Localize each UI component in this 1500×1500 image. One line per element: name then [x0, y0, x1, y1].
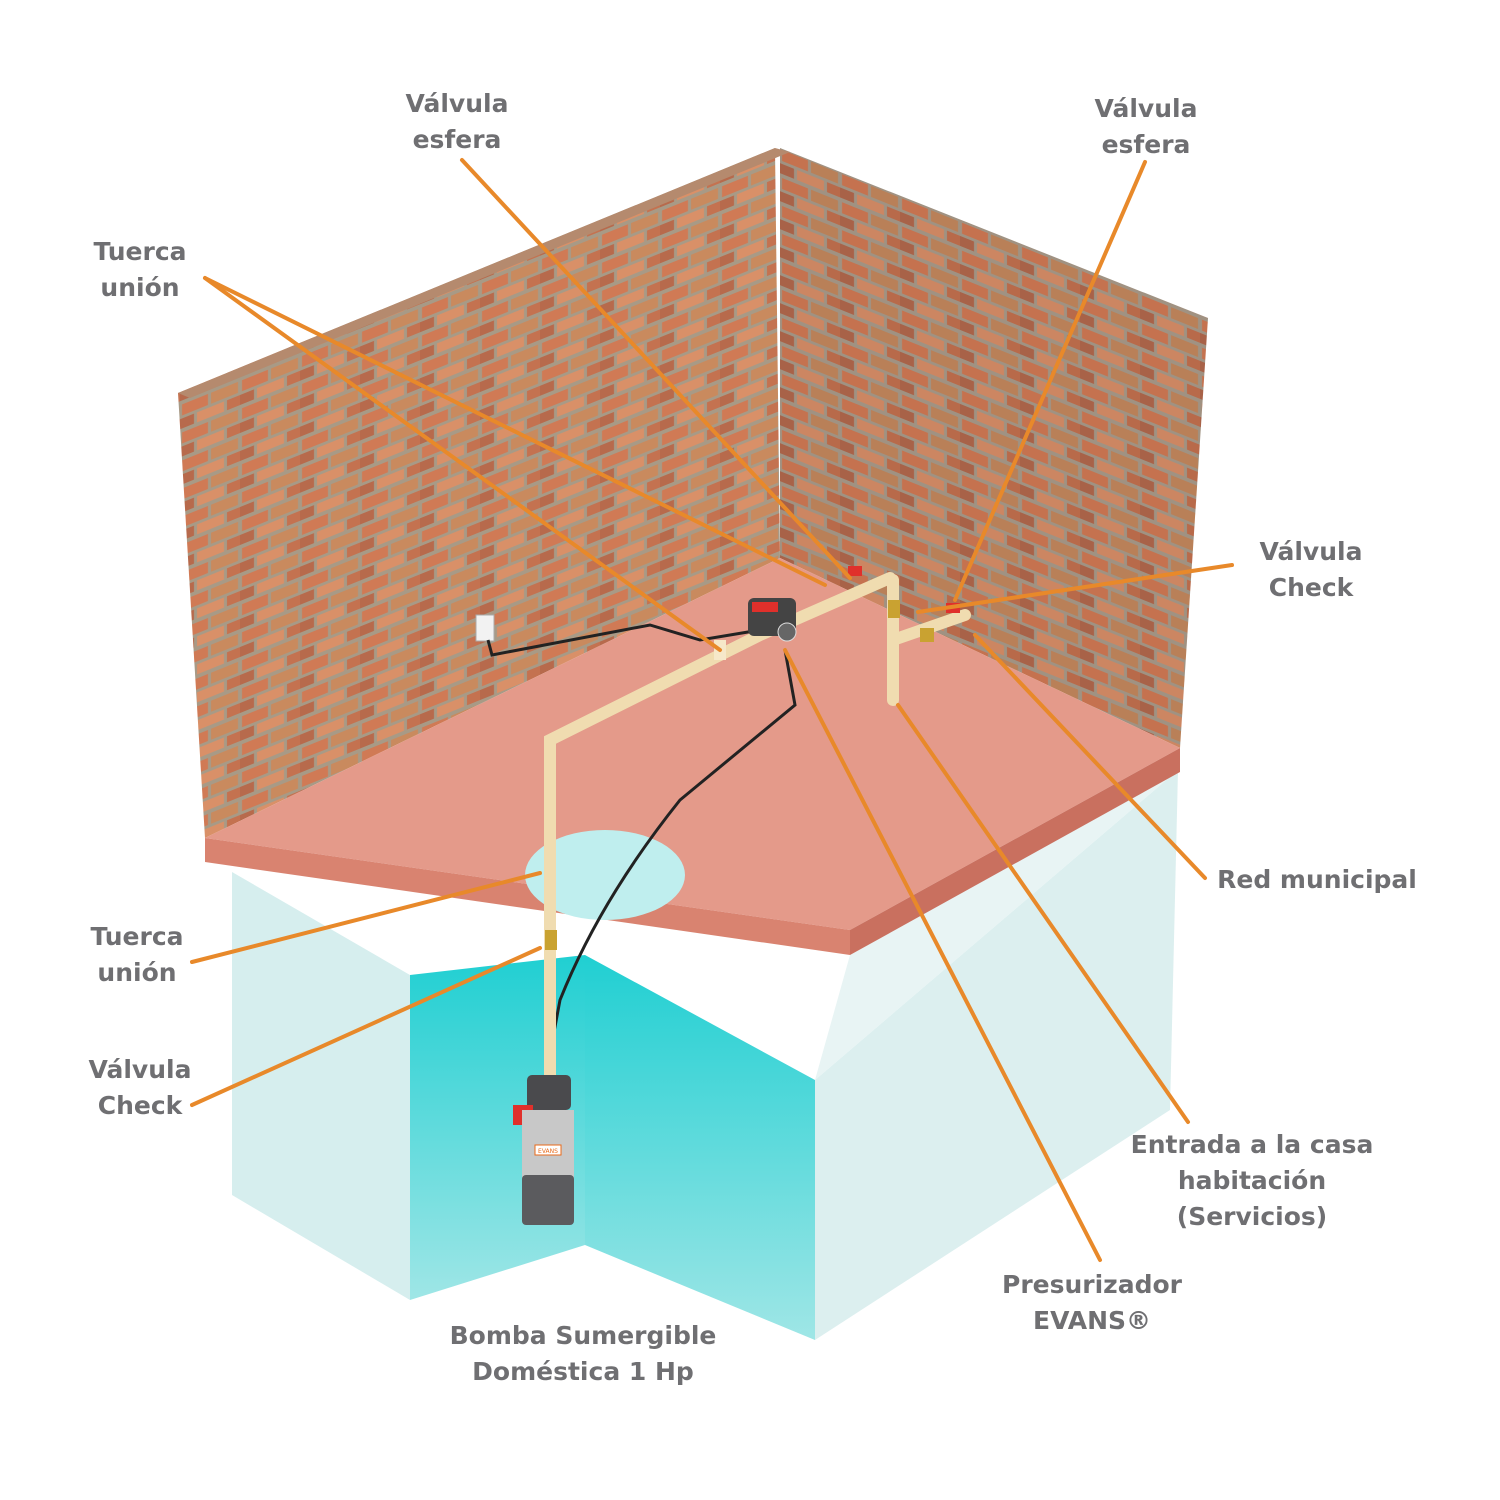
label-line: Red municipal [1217, 865, 1417, 894]
submersible-pump: EVANS [513, 1075, 574, 1225]
label-valvula-esfera-2: Válvula esfera [1095, 91, 1198, 163]
label-entrada-casa: Entrada a la casa habitación (Servicios) [1131, 1127, 1374, 1235]
pump-logo: EVANS [538, 1148, 558, 1155]
callout-valvula-esfera-2 [953, 160, 1147, 602]
pressurizer [748, 598, 797, 642]
label-line: Presurizador [1001, 1270, 1183, 1299]
water-right-face [585, 955, 815, 1340]
callout-valvula-check-left [190, 946, 542, 1107]
callout-tuerca-union-top-b [203, 276, 722, 652]
callout-lines [190, 158, 1234, 1262]
left-brick-wall [178, 148, 780, 838]
check-valve-right [888, 600, 900, 618]
label-line: Válvula [1094, 94, 1198, 123]
label-line: Tuerca [93, 237, 187, 266]
callout-entrada-casa [896, 703, 1190, 1124]
label-line: Check [1268, 573, 1354, 602]
label-line: unión [97, 958, 177, 987]
label-line: Válvula [405, 89, 509, 118]
label-line: Tuerca [90, 922, 184, 951]
callout-red-municipal [973, 633, 1207, 880]
label-line: Válvula [88, 1055, 192, 1084]
label-line: (Servicios) [1176, 1202, 1328, 1231]
water-tank [232, 770, 1178, 1340]
callout-tuerca-union-top-a [203, 276, 827, 587]
label-tuerca-union-top: Tuerca unión [93, 234, 186, 306]
pump-cable [543, 649, 797, 1081]
label-line: EVANS® [1032, 1306, 1152, 1335]
callout-valvula-esfera-1 [460, 158, 852, 580]
wall-outlet [475, 614, 495, 642]
label-valvula-esfera-1: Válvula esfera [406, 86, 509, 158]
ball-valve-1 [848, 566, 862, 576]
callout-valvula-check-right [916, 563, 1234, 614]
callout-tuerca-union-left [190, 871, 542, 964]
label-tuerca-union-left: Tuerca unión [90, 919, 183, 991]
check-valve-left [545, 930, 557, 950]
callout-presurizador [783, 648, 1102, 1262]
label-line: esfera [412, 125, 502, 154]
label-line: Doméstica 1 Hp [472, 1357, 694, 1386]
label-line: Bomba Sumergible [449, 1321, 717, 1350]
label-line: unión [100, 273, 180, 302]
label-line: esfera [1101, 130, 1191, 159]
tank-opening [525, 830, 685, 920]
label-line: habitación [1177, 1166, 1327, 1195]
floor-slab [205, 558, 1180, 955]
label-red-municipal: Red municipal [1217, 862, 1417, 898]
label-line: Check [97, 1091, 183, 1120]
power-cable [486, 623, 761, 657]
label-line: Válvula [1259, 537, 1363, 566]
label-line: Entrada a la casa [1130, 1130, 1374, 1159]
